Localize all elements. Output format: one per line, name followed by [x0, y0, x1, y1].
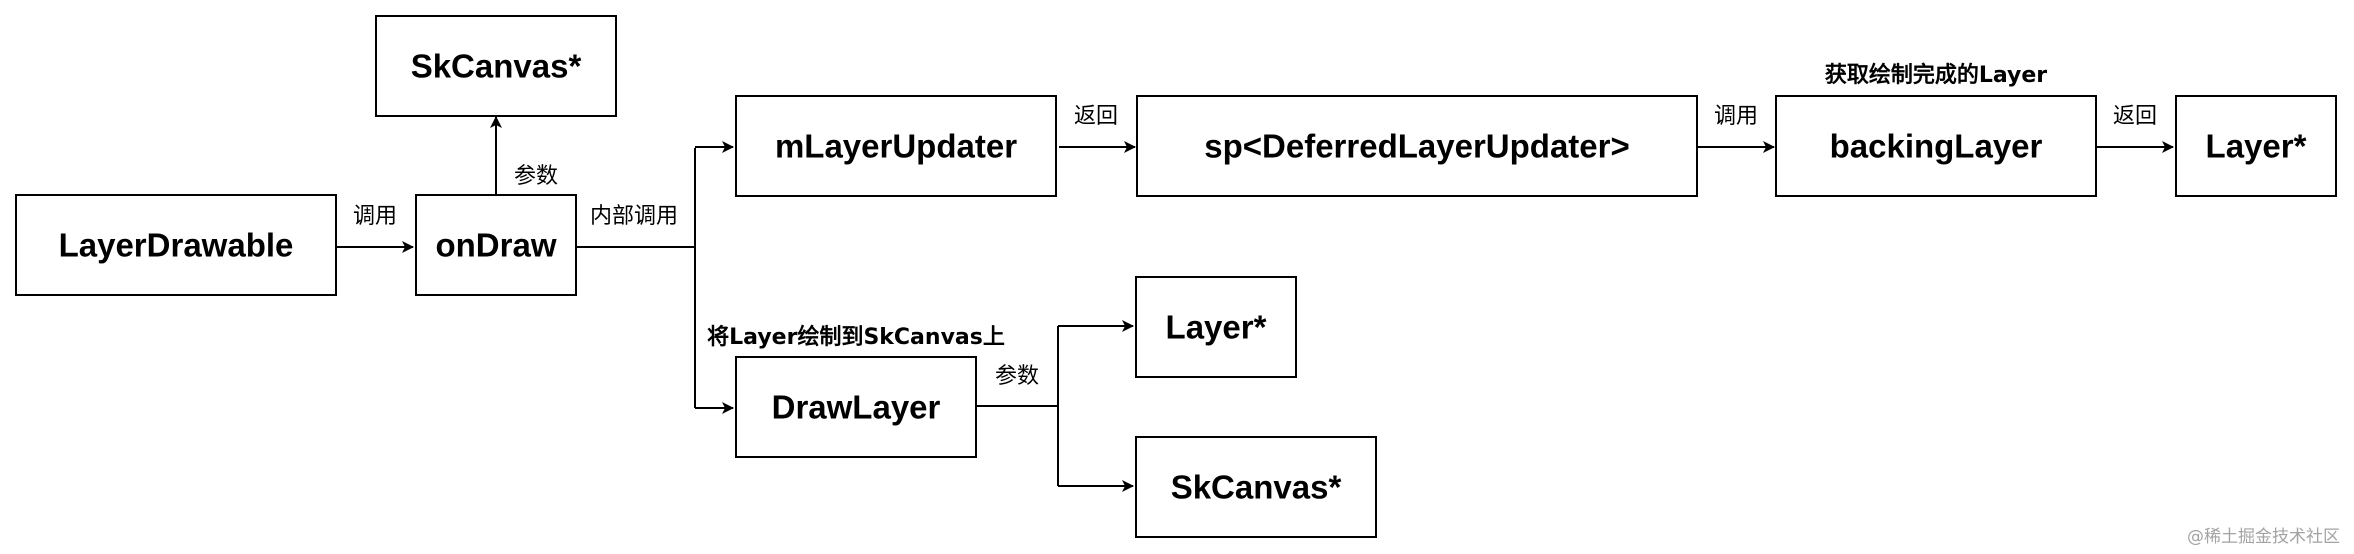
edge-drawlayer-branch	[977, 320, 1134, 492]
node-layer-result-label: Layer*	[2206, 128, 2307, 165]
label-param-bottom: 参数	[995, 364, 1039, 389]
node-drawlayer-label: DrawLayer	[772, 389, 941, 426]
node-layer-param: Layer*	[1135, 276, 1297, 378]
node-mlayerupdater-label: mLayerUpdater	[775, 128, 1017, 165]
label-get-finished-layer: 获取绘制完成的Layer	[1825, 62, 2047, 88]
label-call-2: 调用	[1714, 104, 1758, 129]
node-backinglayer-label: backingLayer	[1830, 128, 2043, 165]
node-deferred-layer-updater-label: sp<DeferredLayerUpdater>	[1204, 128, 1630, 165]
node-layer-result: Layer*	[2175, 95, 2337, 197]
label-return-2: 返回	[2113, 104, 2157, 129]
node-skcanvas-top-label: SkCanvas*	[411, 48, 582, 85]
node-backinglayer: backingLayer	[1775, 95, 2097, 197]
node-skcanvas-top: SkCanvas*	[375, 15, 617, 117]
node-drawlayer: DrawLayer	[735, 356, 977, 458]
label-param-top: 参数	[514, 164, 558, 189]
edge-ondraw-branch	[576, 141, 734, 414]
label-internal-call: 内部调用	[590, 204, 678, 229]
node-layer-param-label: Layer*	[1166, 309, 1267, 346]
node-skcanvas-param: SkCanvas*	[1135, 436, 1377, 538]
watermark: @稀土掘金技术社区	[2187, 527, 2340, 547]
node-ondraw: onDraw	[415, 194, 577, 296]
node-ondraw-label: onDraw	[435, 227, 556, 264]
node-deferred-layer-updater: sp<DeferredLayerUpdater>	[1136, 95, 1698, 197]
node-layerdrawable: LayerDrawable	[15, 194, 337, 296]
node-mlayerupdater: mLayerUpdater	[735, 95, 1057, 197]
label-call-1: 调用	[353, 204, 397, 229]
label-return-1: 返回	[1074, 104, 1118, 129]
node-layerdrawable-label: LayerDrawable	[59, 227, 294, 264]
node-skcanvas-param-label: SkCanvas*	[1171, 469, 1342, 506]
label-draw-layer-to-canvas: 将Layer绘制到SkCanvas上	[707, 324, 1005, 350]
